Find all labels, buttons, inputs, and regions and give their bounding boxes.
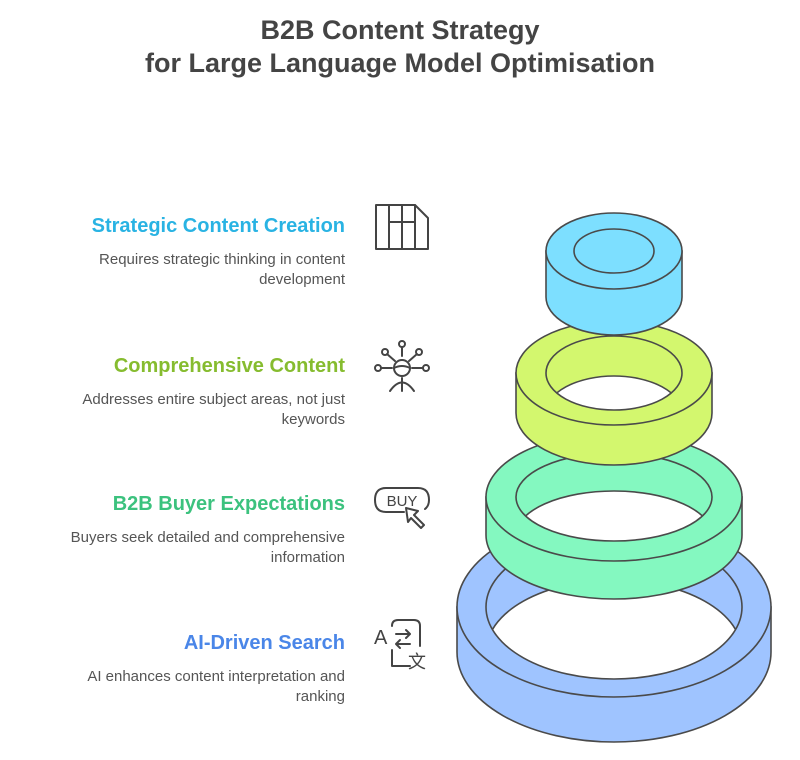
level-description-line: development [259, 271, 345, 288]
ring-inner-wall [574, 229, 654, 273]
level-ai-driven-search: AI-Driven Search AI enhances content int… [25, 631, 345, 707]
ring-comprehensive-content [515, 320, 713, 466]
ring-hole-rim [573, 228, 655, 274]
buy-cursor-icon: BUY [374, 487, 430, 529]
glyph-wen: 文 [408, 652, 426, 672]
level-heading: Comprehensive Content [113, 355, 345, 377]
diagram-title-line2: for Large Language Model Optimisation [144, 48, 656, 78]
glyph-a: A [374, 627, 388, 649]
level-description-line: information [270, 549, 345, 566]
buy-label: BUY [387, 493, 418, 510]
translate-icon: A 文 [374, 619, 426, 672]
level-heading: AI-Driven Search [183, 632, 345, 654]
ring-hole [516, 490, 712, 541]
level-heading: Strategic Content Creation [91, 215, 345, 237]
level-description-line: keywords [281, 411, 345, 428]
level-description-line: Addresses entire subject areas, not just [82, 391, 345, 408]
level-description-line: AI enhances content interpretation and [87, 668, 345, 685]
level-description-line: ranking [295, 688, 345, 705]
level-strategic-content-creation: Strategic Content Creation Requires stra… [25, 214, 345, 290]
library-books-icon [375, 204, 429, 250]
level-b2b-buyer-expectations: B2B Buyer Expectations Buyers seek detai… [25, 492, 345, 568]
level-description-line: Requires strategic thinking in content [99, 251, 345, 268]
diagram-title-line1: B2B Content Strategy [260, 15, 540, 45]
level-description-line: Buyers seek detailed and comprehensive [70, 529, 345, 546]
person-network-icon [374, 340, 430, 392]
level-heading: B2B Buyer Expectations [112, 493, 345, 515]
ring-hole-rim [545, 335, 683, 411]
ring-strategic-content-creation [545, 212, 683, 336]
ring-b2b-buyer-expectations [485, 432, 743, 600]
level-comprehensive-content: Comprehensive Content Addresses entire s… [25, 354, 345, 430]
ring-hole [546, 375, 682, 410]
